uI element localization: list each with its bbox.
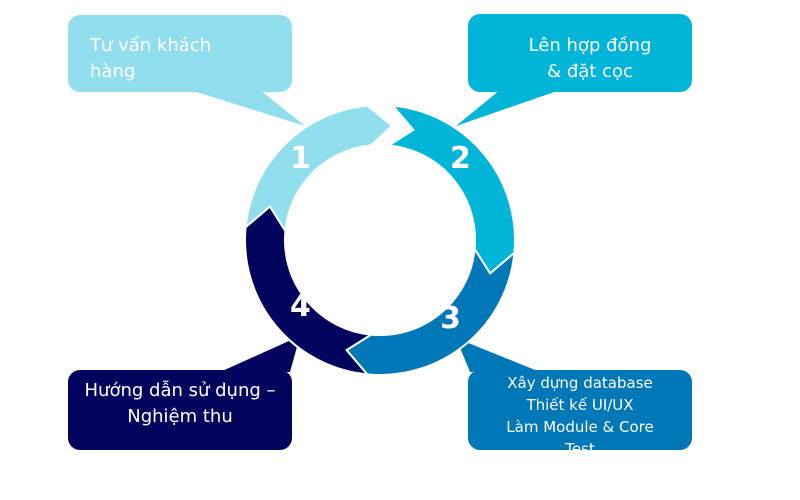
callout-text: Thiết kế UI/UX xyxy=(526,396,634,414)
cycle-segment-4 xyxy=(244,205,375,376)
callout-tail-4 xyxy=(220,336,300,372)
step-number-2: 2 xyxy=(450,141,471,176)
callout-step-3: Xây dựng database Thiết kế UI/UX Làm Mod… xyxy=(468,370,692,450)
callout-text: Xây dựng database xyxy=(507,374,653,392)
callout-text: Lên hợp đồng xyxy=(528,35,652,56)
step-number-4: 4 xyxy=(290,289,311,324)
callout-step-4: Hướng dẫn sử dụng – Nghiệm thu xyxy=(68,370,292,450)
callout-step-2: Lên hợp đồng & đặt cọc xyxy=(468,14,692,92)
callout-text: Test xyxy=(565,440,595,450)
step-number-3: 3 xyxy=(440,301,461,336)
callout-tail-2 xyxy=(456,90,560,126)
callout-tail-1 xyxy=(190,90,305,126)
callout-text: Làm Module & Core xyxy=(506,418,654,436)
callout-text: Hướng dẫn sử dụng – xyxy=(84,380,276,401)
cycle-segment-1 xyxy=(244,104,394,256)
callout-text: Tư vấn khách xyxy=(90,35,212,56)
callout-tail-3 xyxy=(456,338,540,372)
callout-text: Nghiệm thu xyxy=(127,406,233,427)
step-number-1: 1 xyxy=(290,141,311,176)
callout-text: hàng xyxy=(90,61,136,82)
callout-step-1: Tư vấn khách hàng xyxy=(68,15,292,92)
callout-text: & đặt cọc xyxy=(547,61,633,82)
cycle-segment-2 xyxy=(385,104,516,275)
